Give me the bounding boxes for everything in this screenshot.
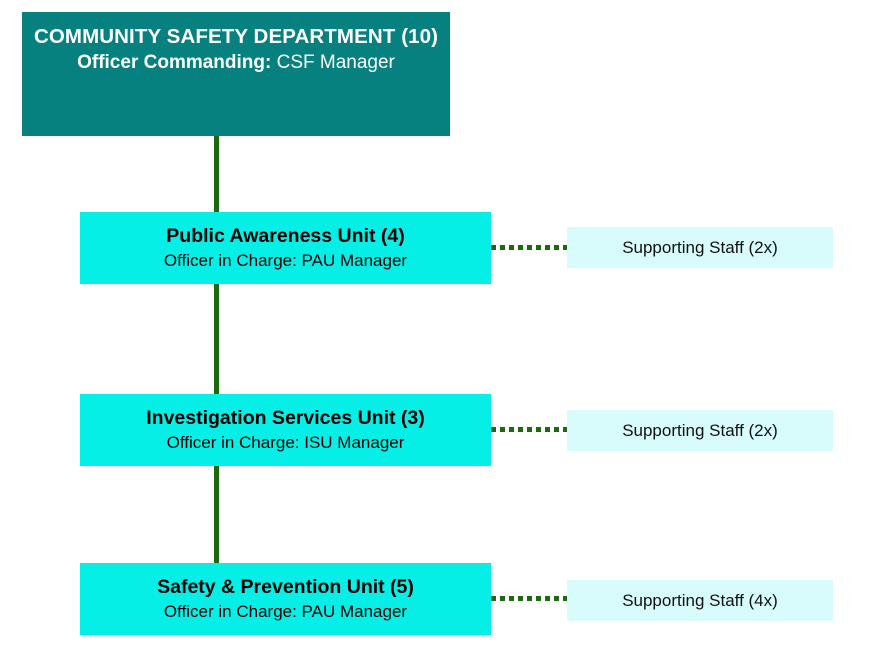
unit-lead: Officer in Charge: PAU Manager xyxy=(163,602,408,622)
unit-lead: Officer in Charge: ISU Manager xyxy=(166,433,405,453)
connector-line-dept-to-unit1 xyxy=(214,136,219,212)
unit-title: Public Awareness Unit (4) xyxy=(166,224,405,247)
support-box-label: Supporting Staff (2x) xyxy=(622,420,778,440)
department-lead: Officer Commanding: CSF Manager xyxy=(77,51,395,76)
support-box-label: Supporting Staff (2x) xyxy=(622,237,778,257)
unit-box-investigation-services[interactable]: Investigation Services Unit (3) Officer … xyxy=(80,394,491,466)
department-lead-name: CSF Manager xyxy=(276,51,395,73)
support-box-investigation-services[interactable]: Supporting Staff (2x) xyxy=(567,410,833,451)
department-title: COMMUNITY SAFETY DEPARTMENT (10) xyxy=(33,25,439,48)
unit-box-public-awareness[interactable]: Public Awareness Unit (4) Officer in Cha… xyxy=(80,212,491,284)
support-box-safety-prevention[interactable]: Supporting Staff (4x) xyxy=(567,580,833,621)
unit-lead: Officer in Charge: PAU Manager xyxy=(163,251,408,271)
unit-title: Safety & Prevention Unit (5) xyxy=(157,575,414,598)
department-box[interactable]: COMMUNITY SAFETY DEPARTMENT (10) Officer… xyxy=(22,12,450,136)
department-lead-label: Officer Commanding: xyxy=(77,51,272,73)
dotted-connector-unit3-support xyxy=(491,596,567,601)
dotted-connector-unit1-support xyxy=(491,245,567,250)
support-box-label: Supporting Staff (4x) xyxy=(622,590,778,610)
connector-line-unit1-to-unit2 xyxy=(214,284,219,394)
support-box-public-awareness[interactable]: Supporting Staff (2x) xyxy=(567,227,833,268)
unit-box-safety-prevention[interactable]: Safety & Prevention Unit (5) Officer in … xyxy=(80,563,491,635)
unit-title: Investigation Services Unit (3) xyxy=(146,406,425,429)
dotted-connector-unit2-support xyxy=(491,427,567,432)
connector-line-unit2-to-unit3 xyxy=(214,466,219,563)
